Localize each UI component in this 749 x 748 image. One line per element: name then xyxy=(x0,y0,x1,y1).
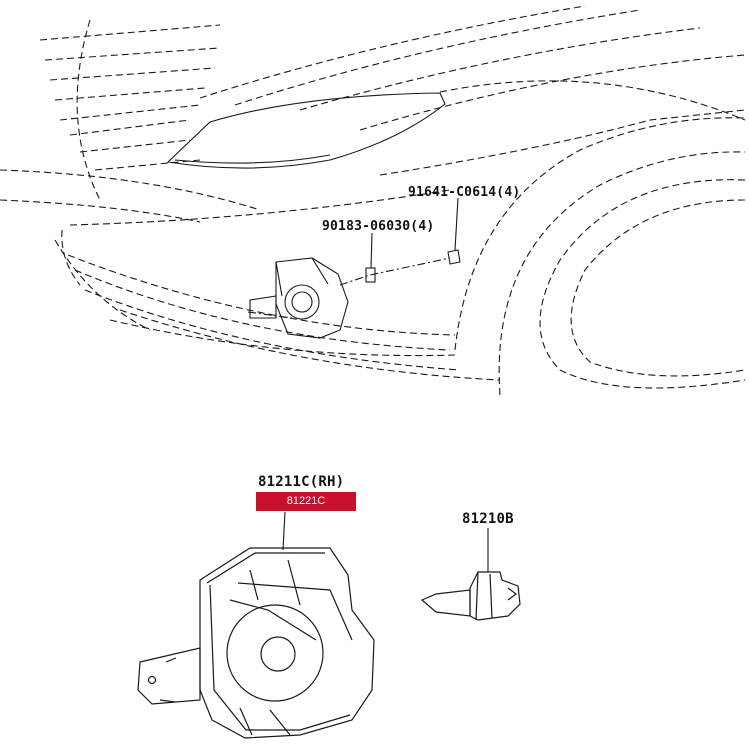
nut-icon xyxy=(365,267,376,283)
headlight-outline xyxy=(166,92,446,169)
bulb-icon xyxy=(420,571,521,621)
clip-part-number: 91641-C0614(4) xyxy=(408,185,521,200)
bulb-part-number: 81210B xyxy=(462,511,514,527)
fog-lamp-lh-highlight: 81221C xyxy=(256,492,356,511)
fog-lamp-installed xyxy=(249,257,349,339)
clip-callout-leader xyxy=(454,197,459,251)
nut-callout-leader xyxy=(370,232,373,269)
fog-lamp-rh-part-number: 81211C(RH) xyxy=(258,474,345,490)
install-leader-lines xyxy=(247,257,451,319)
fog-lamp-exploded xyxy=(137,547,375,739)
nut-part-number: 90183-06030(4) xyxy=(322,219,435,234)
wheel-outline xyxy=(539,179,746,389)
lamp-callout-leader xyxy=(282,511,286,551)
car-body-outline xyxy=(0,5,746,396)
clip-icon xyxy=(447,249,461,265)
